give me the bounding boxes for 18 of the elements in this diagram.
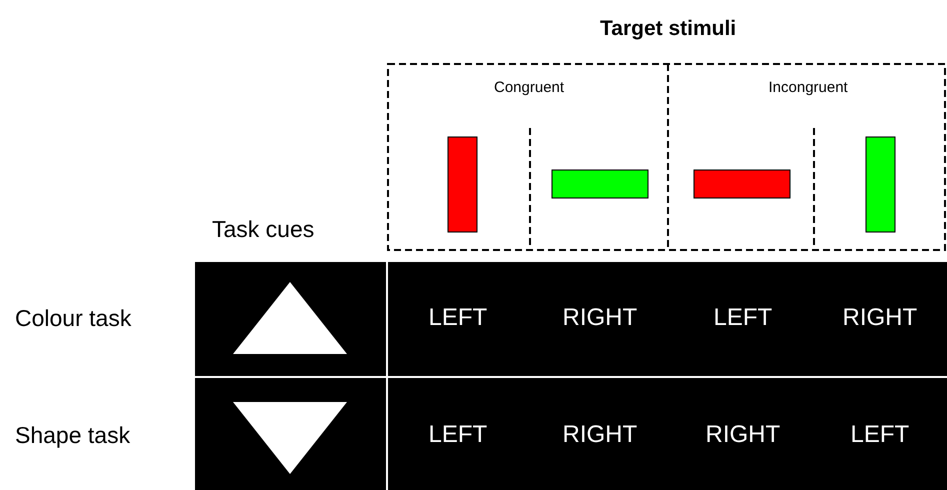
column-heading: Incongruent [768,80,848,94]
row-label: Colour task [15,306,132,330]
stimulus-bar [552,170,648,198]
response-label: RIGHT [562,306,638,330]
stimulus-bar [448,136,478,232]
response-label: RIGHT [706,423,780,447]
response-label: RIGHT [562,423,638,447]
response-label: LEFT [428,306,488,330]
stimulus-bar [694,170,790,198]
response-label: LEFT [850,423,910,447]
row-label: Shape task [15,424,130,446]
response-label: RIGHT [842,306,918,330]
column-heading: Congruent [494,80,564,94]
heading: Target stimuli [600,18,736,38]
header-label: Task cues [212,218,314,240]
stimulus-bar [866,136,896,232]
response-label: LEFT [428,423,488,447]
response-label: LEFT [714,306,772,330]
